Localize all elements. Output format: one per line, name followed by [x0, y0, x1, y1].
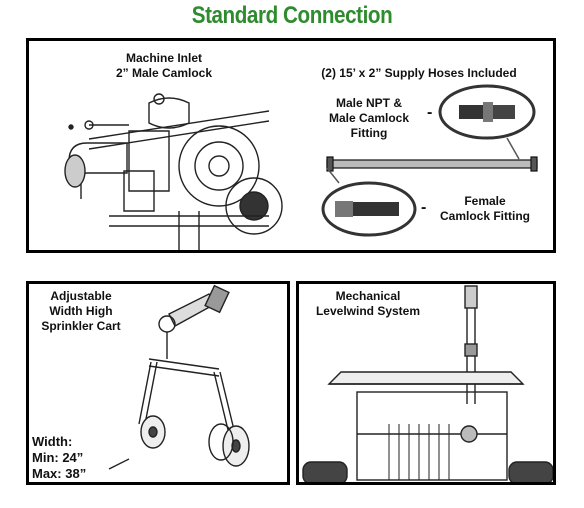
male-fitting-line3: Fitting [350, 126, 388, 140]
cart-label-line2: Width High [49, 304, 113, 318]
female-fitting-line1: Female [464, 194, 506, 208]
cart-label: Adjustable Width High Sprinkler Cart [31, 289, 131, 334]
inlet-label-line2: 2” Male Camlock [115, 66, 213, 80]
levelwind-label-line1: Mechanical [335, 289, 401, 303]
width-min: Min: 24” [32, 450, 84, 465]
levelwind-label: Mechanical Levelwind System [303, 289, 433, 319]
width-max: Max: 38” [32, 466, 87, 481]
male-fitting-line2: Male Camlock [328, 111, 410, 125]
levelwind-label-line2: Levelwind System [315, 304, 421, 318]
width-label: Width: [32, 434, 73, 449]
inlet-label-line1: Machine Inlet [125, 51, 202, 65]
page-title: Standard Connection [191, 2, 393, 29]
machine-inlet-drawing [64, 84, 538, 250]
cart-label-line1: Adjustable [50, 289, 112, 303]
male-fitting-dash: - [427, 104, 433, 121]
female-fitting-dash: - [421, 199, 427, 216]
cart-label-line3: Sprinkler Cart [41, 319, 121, 333]
sprinkler-cart-panel: Adjustable Width High Sprinkler Cart Wid… [26, 281, 290, 485]
levelwind-panel: Mechanical Levelwind System [296, 281, 556, 485]
male-fitting-label: Male NPT & Male Camlock Fitting [314, 96, 424, 141]
inlet-label: Machine Inlet 2” Male Camlock [99, 51, 229, 81]
levelwind-drawing [302, 285, 553, 482]
male-fitting-line1: Male NPT & [335, 96, 402, 110]
sprinkler-cart-drawing [108, 284, 250, 470]
width-specs: Width: Min: 24” Max: 38” [32, 434, 86, 482]
hoses-label: (2) 15’ x 2” Supply Hoses Included [321, 66, 517, 80]
standard-connection-panel: Machine Inlet 2” Male Camlock (2) 15’ x … [26, 38, 556, 253]
female-fitting-line2: Camlock Fitting [439, 209, 530, 223]
female-fitting-label: Female Camlock Fitting [429, 194, 541, 224]
